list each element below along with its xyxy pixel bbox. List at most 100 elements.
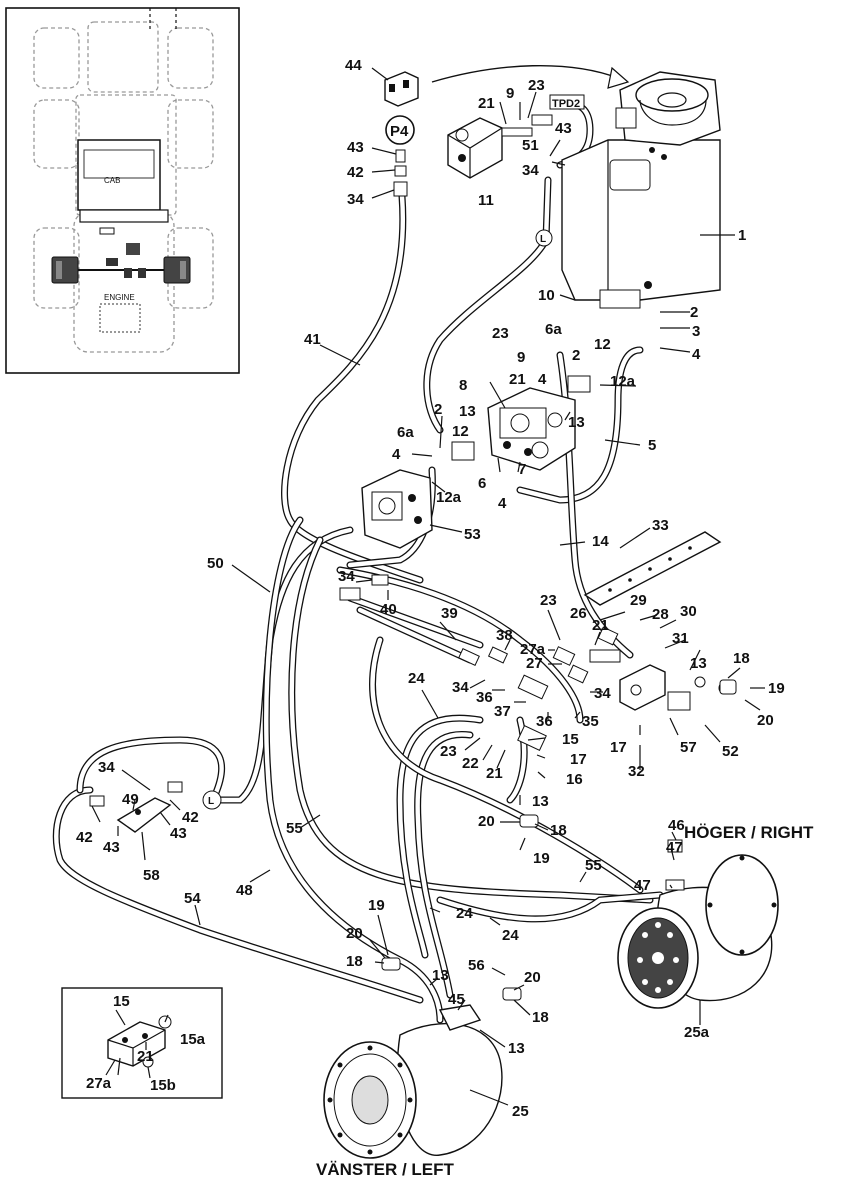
callout: 28 (652, 606, 669, 623)
callout: 2 (434, 401, 442, 418)
callout: 4 (538, 371, 547, 388)
callout: 6 (478, 475, 486, 492)
callout: 58 (143, 867, 160, 884)
callout: 13 (432, 967, 449, 984)
callout: 34 (98, 759, 115, 776)
callout: 15b (150, 1077, 176, 1094)
callout: 52 (722, 743, 739, 760)
callout: 38 (496, 627, 513, 644)
solenoid-valve-11 (447, 114, 553, 179)
callout: 44 (345, 57, 362, 74)
detail-inset-15 (61, 987, 223, 1099)
callout: 9 (506, 85, 514, 102)
callout: 15 (562, 731, 579, 748)
callout: 42 (347, 164, 364, 181)
callout: 10 (538, 287, 555, 304)
callout: 13 (690, 655, 707, 672)
connector-44: P4 (384, 71, 419, 197)
callout: 19 (368, 897, 385, 914)
callout: 1 (738, 227, 746, 244)
callout: 27 (526, 655, 543, 672)
callout: 11 (478, 192, 494, 209)
callout: 53 (464, 526, 481, 543)
callout: 29 (630, 592, 647, 609)
callout: 13 (459, 403, 476, 420)
callout: 3 (692, 323, 700, 340)
callout: 39 (441, 605, 458, 622)
callout: 17 (570, 751, 587, 768)
callout: 20 (524, 969, 541, 986)
callout: 36 (536, 713, 553, 730)
callout: 55 (585, 857, 602, 874)
callout: 27a (86, 1075, 112, 1092)
callout: 18 (733, 650, 750, 667)
callout: 41 (304, 331, 321, 348)
callout: 4 (392, 446, 401, 463)
callout: 42 (182, 809, 199, 826)
tag-tpd2: TPD2 (552, 98, 580, 110)
callout: 21 (592, 617, 609, 634)
callout: 24 (456, 905, 473, 922)
callout: 12 (452, 423, 469, 440)
callout: 15a (180, 1031, 206, 1048)
callout: 46 (668, 817, 685, 834)
travel-motor-left-25 (323, 1004, 503, 1159)
callout: 34 (347, 191, 364, 208)
callout: 6a (545, 321, 562, 338)
callout: 7 (518, 461, 526, 478)
callout: 21 (137, 1048, 154, 1065)
callout: 19 (533, 850, 550, 867)
callout: 23 (528, 77, 545, 94)
callout: 30 (680, 603, 697, 620)
title-left: VÄNSTER / LEFT (316, 1160, 455, 1179)
inset-engine-label: ENGINE (104, 293, 135, 302)
callout: 13 (508, 1040, 525, 1057)
callout: 8 (459, 377, 467, 394)
callout: 13 (532, 793, 549, 810)
callout: 32 (628, 763, 645, 780)
callout: 47 (666, 839, 683, 856)
leader-lines (91, 67, 765, 1106)
callout: 12a (436, 489, 462, 506)
tag-l-upper: L (540, 234, 546, 245)
callout: 23 (492, 325, 509, 342)
callout: 12 (594, 336, 611, 353)
callout: 23 (440, 743, 457, 760)
callout: 34 (594, 685, 611, 702)
callout: 25 (512, 1103, 529, 1120)
callout: 43 (170, 825, 187, 842)
callout: 43 (347, 139, 364, 156)
callout: 13 (568, 414, 585, 431)
callout: 27a (520, 641, 546, 658)
callout: 47 (634, 877, 651, 894)
manifold-31 (589, 649, 732, 711)
callout: 54 (184, 890, 201, 907)
callout-labels: 44 43 42 34 21 9 23 43 51 34 11 1 10 2 3… (76, 57, 785, 1120)
callout: 17 (610, 739, 627, 756)
tag-p4: P4 (390, 123, 409, 140)
callout: 34 (452, 679, 469, 696)
callout: 2 (690, 304, 698, 321)
callout: 55 (286, 820, 303, 837)
callout: 6a (397, 424, 414, 441)
callout: 20 (478, 813, 495, 830)
callout: 18 (346, 953, 363, 970)
callout: 42 (76, 829, 93, 846)
fitting-cluster (339, 574, 619, 751)
callout: 25a (684, 1024, 710, 1041)
callout: 12a (610, 373, 636, 390)
callout: 21 (486, 765, 503, 782)
callout: 16 (566, 771, 583, 788)
flow-arrow (431, 65, 619, 83)
callout: 21 (509, 371, 526, 388)
callout: 40 (380, 601, 397, 618)
callout: 15 (113, 993, 130, 1010)
callout: 36 (476, 689, 493, 706)
callout: 23 (540, 592, 557, 609)
callout: 14 (592, 533, 609, 550)
callout: 4 (498, 495, 507, 512)
callout: 18 (532, 1009, 549, 1026)
callout: 24 (408, 670, 425, 687)
callout: 43 (555, 120, 572, 137)
